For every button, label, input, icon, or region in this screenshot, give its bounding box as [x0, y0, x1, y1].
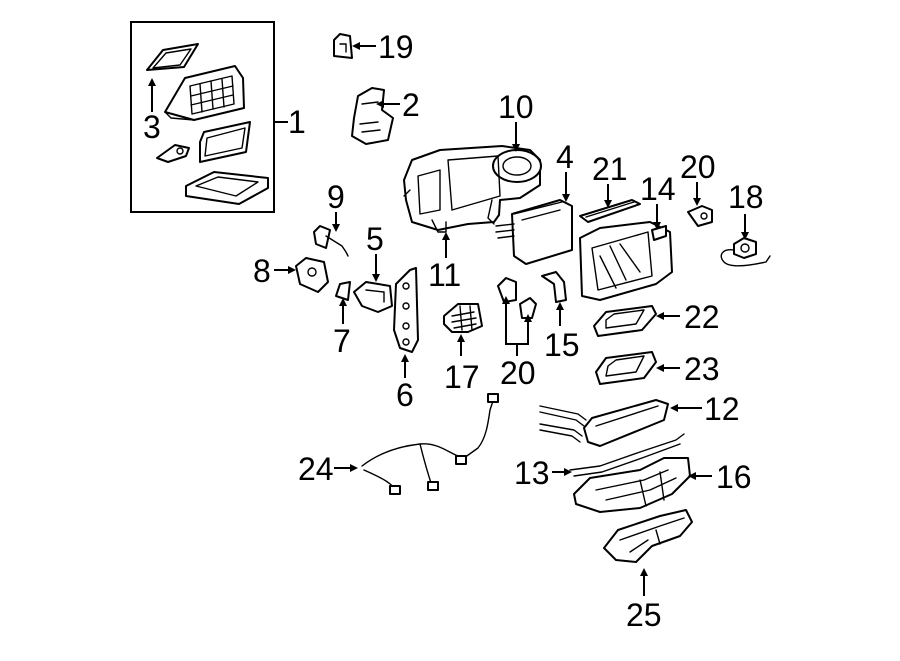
- callout-20-middle: 20: [500, 355, 536, 391]
- tube-13-drawing: [569, 433, 685, 477]
- callout-18: 18: [728, 179, 764, 215]
- harness-24-drawing: [361, 393, 499, 495]
- frame-22-drawing: [593, 305, 657, 337]
- callout-6: 6: [396, 377, 414, 413]
- filter-housing-drawing: [164, 65, 245, 121]
- callout-17: 17: [444, 359, 480, 395]
- vent-17-drawing: [443, 303, 483, 333]
- door-20-middle-drawing: [497, 277, 537, 319]
- callout-23: 23: [684, 351, 720, 387]
- door-20-top-drawing: [687, 205, 713, 227]
- clip-19-drawing: [333, 33, 353, 59]
- callout-2: 2: [402, 87, 420, 123]
- duct-16-drawing: [573, 457, 691, 513]
- callout-20-top: 20: [680, 149, 716, 185]
- callout-9: 9: [327, 179, 345, 215]
- filter-element-drawing: [199, 121, 251, 163]
- filter-frame-drawing: [146, 43, 199, 71]
- callout-19: 19: [378, 29, 414, 65]
- callout-7: 7: [333, 323, 351, 359]
- callout-11: 11: [428, 257, 461, 293]
- lever-7-drawing: [335, 281, 351, 301]
- callout-3: 3: [143, 109, 161, 145]
- callout-15: 15: [544, 327, 580, 363]
- sensor-9-drawing: [313, 225, 349, 257]
- callout-21: 21: [592, 151, 628, 187]
- bracket-15-drawing: [541, 271, 567, 303]
- callout-14: 14: [640, 171, 676, 207]
- heater-case-14-drawing: [579, 221, 673, 301]
- callout-25: 25: [626, 597, 662, 633]
- callout-5: 5: [366, 221, 384, 257]
- callout-labels: 1 2 3 4 5 6 7 8 9 10 11 12 13 14 15 16 1…: [143, 29, 764, 633]
- callout-10: 10: [498, 89, 534, 125]
- actuator-18-drawing: [720, 237, 771, 267]
- callout-1: 1: [288, 104, 306, 140]
- bracket-5-drawing: [353, 281, 393, 313]
- callout-22: 22: [684, 299, 720, 335]
- sensor-drawing: [156, 144, 190, 163]
- heater-core-12-drawing: [539, 399, 669, 447]
- part-1-group-box: [130, 21, 288, 213]
- actuator-8-drawing: [295, 257, 329, 293]
- frame-23-drawing: [595, 351, 657, 385]
- callout-4: 4: [556, 139, 574, 175]
- leader-lines: [148, 42, 749, 596]
- duct-25-drawing: [603, 509, 693, 563]
- blower-case-10-drawing: [403, 145, 542, 233]
- evaporator-core-4-drawing: [495, 199, 573, 265]
- callout-12: 12: [704, 391, 740, 427]
- tray-drawing: [185, 171, 269, 205]
- callout-8: 8: [253, 253, 271, 289]
- seal-strip-21-drawing: [579, 199, 641, 223]
- callout-13: 13: [514, 455, 550, 491]
- plate-6-drawing: [393, 267, 419, 353]
- callout-16: 16: [716, 459, 752, 495]
- callout-24: 24: [298, 451, 334, 487]
- bracket-2-drawing: [351, 87, 394, 145]
